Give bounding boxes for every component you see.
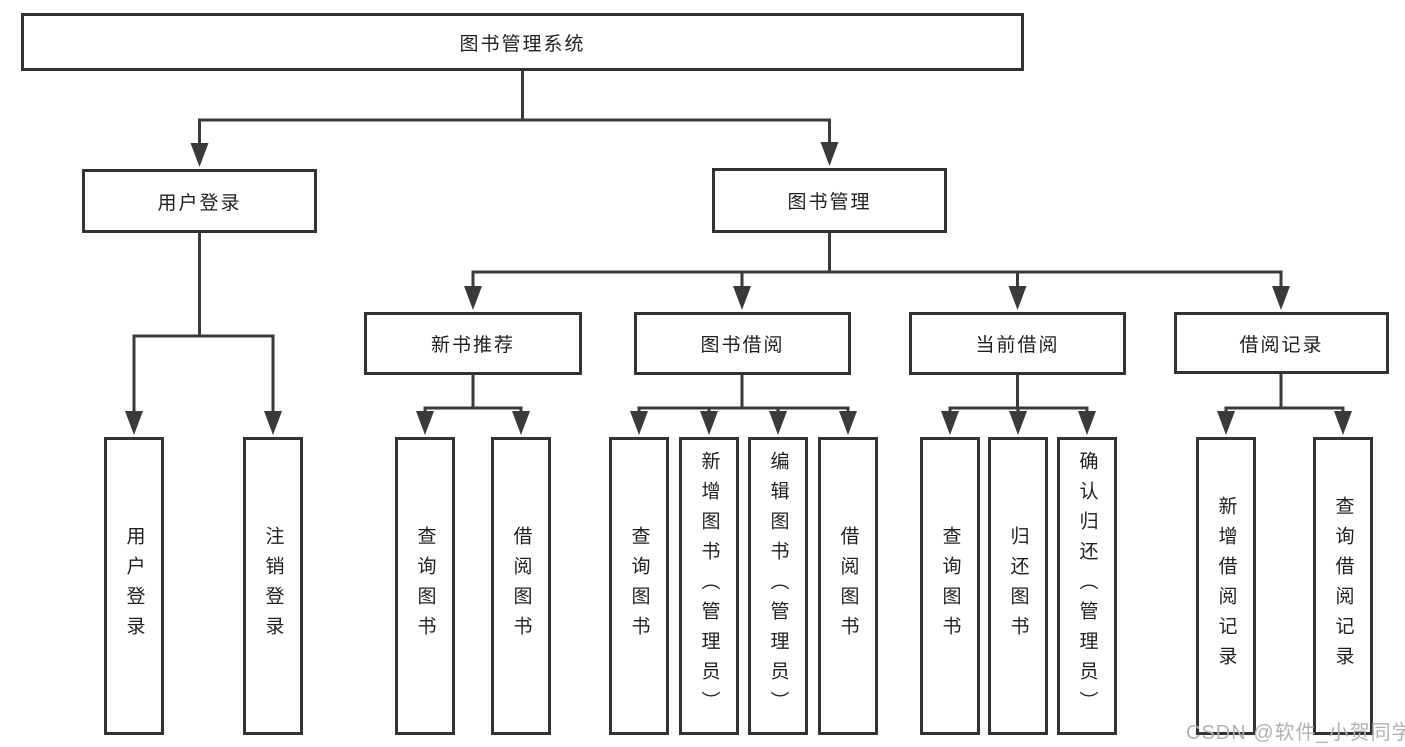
leaf-return-book: 归还图书	[988, 437, 1048, 735]
leaf-confirm-return-admin: 确认归还（管理员）	[1057, 437, 1117, 735]
leaf-label: 用户登录	[123, 526, 145, 646]
node-book-borrow: 图书借阅	[634, 312, 851, 375]
leaf-query-book: 查询图书	[920, 437, 980, 735]
node-label: 新书推荐	[430, 335, 515, 356]
node-label: 图书管理	[787, 192, 872, 213]
leaf-query-book: 查询图书	[609, 437, 669, 735]
leaf-borrow-book: 借阅图书	[491, 437, 551, 735]
leaf-label: 确认归还（管理员）	[1076, 451, 1098, 721]
leaf-label: 新增图书（管理员）	[698, 451, 720, 721]
node-label: 借阅记录	[1239, 334, 1324, 356]
node-label: 用户登录	[157, 192, 242, 214]
leaf-label: 借阅图书	[510, 526, 532, 646]
leaf-edit-book-admin: 编辑图书（管理员）	[748, 437, 808, 735]
leaf-label: 注销登录	[262, 526, 284, 646]
node-label: 图书借阅	[700, 335, 785, 356]
leaf-label: 新增借阅记录	[1215, 496, 1237, 676]
leaf-add-borrow-record: 新增借阅记录	[1196, 437, 1256, 735]
leaf-label: 归还图书	[1007, 526, 1029, 646]
node-user-login: 用户登录	[82, 169, 317, 233]
node-label: 图书管理系统	[459, 33, 586, 55]
leaf-query-book: 查询图书	[395, 437, 455, 735]
node-book-management: 图书管理	[712, 168, 947, 233]
leaf-label: 借阅图书	[837, 526, 859, 646]
leaf-logout-login: 注销登录	[243, 437, 303, 735]
leaf-add-book-admin: 新增图书（管理员）	[679, 437, 739, 735]
node-current-borrow: 当前借阅	[909, 312, 1126, 375]
leaf-label: 编辑图书（管理员）	[767, 451, 789, 721]
leaf-label: 查询图书	[939, 526, 961, 646]
leaf-user-login: 用户登录	[104, 437, 164, 735]
csdn-watermark: CSDN @软件_小贺同学	[1186, 722, 1405, 744]
leaf-label: 查询图书	[628, 526, 650, 646]
node-borrow-records: 借阅记录	[1174, 312, 1389, 374]
node-label: 当前借阅	[975, 335, 1060, 356]
leaf-label: 查询图书	[414, 526, 436, 646]
node-library-management-system: 图书管理系统	[21, 13, 1024, 71]
leaf-borrow-book: 借阅图书	[818, 437, 878, 735]
node-new-book-recommend: 新书推荐	[364, 312, 582, 375]
leaf-query-borrow-record: 查询借阅记录	[1313, 437, 1373, 735]
leaf-label: 查询借阅记录	[1332, 496, 1354, 676]
